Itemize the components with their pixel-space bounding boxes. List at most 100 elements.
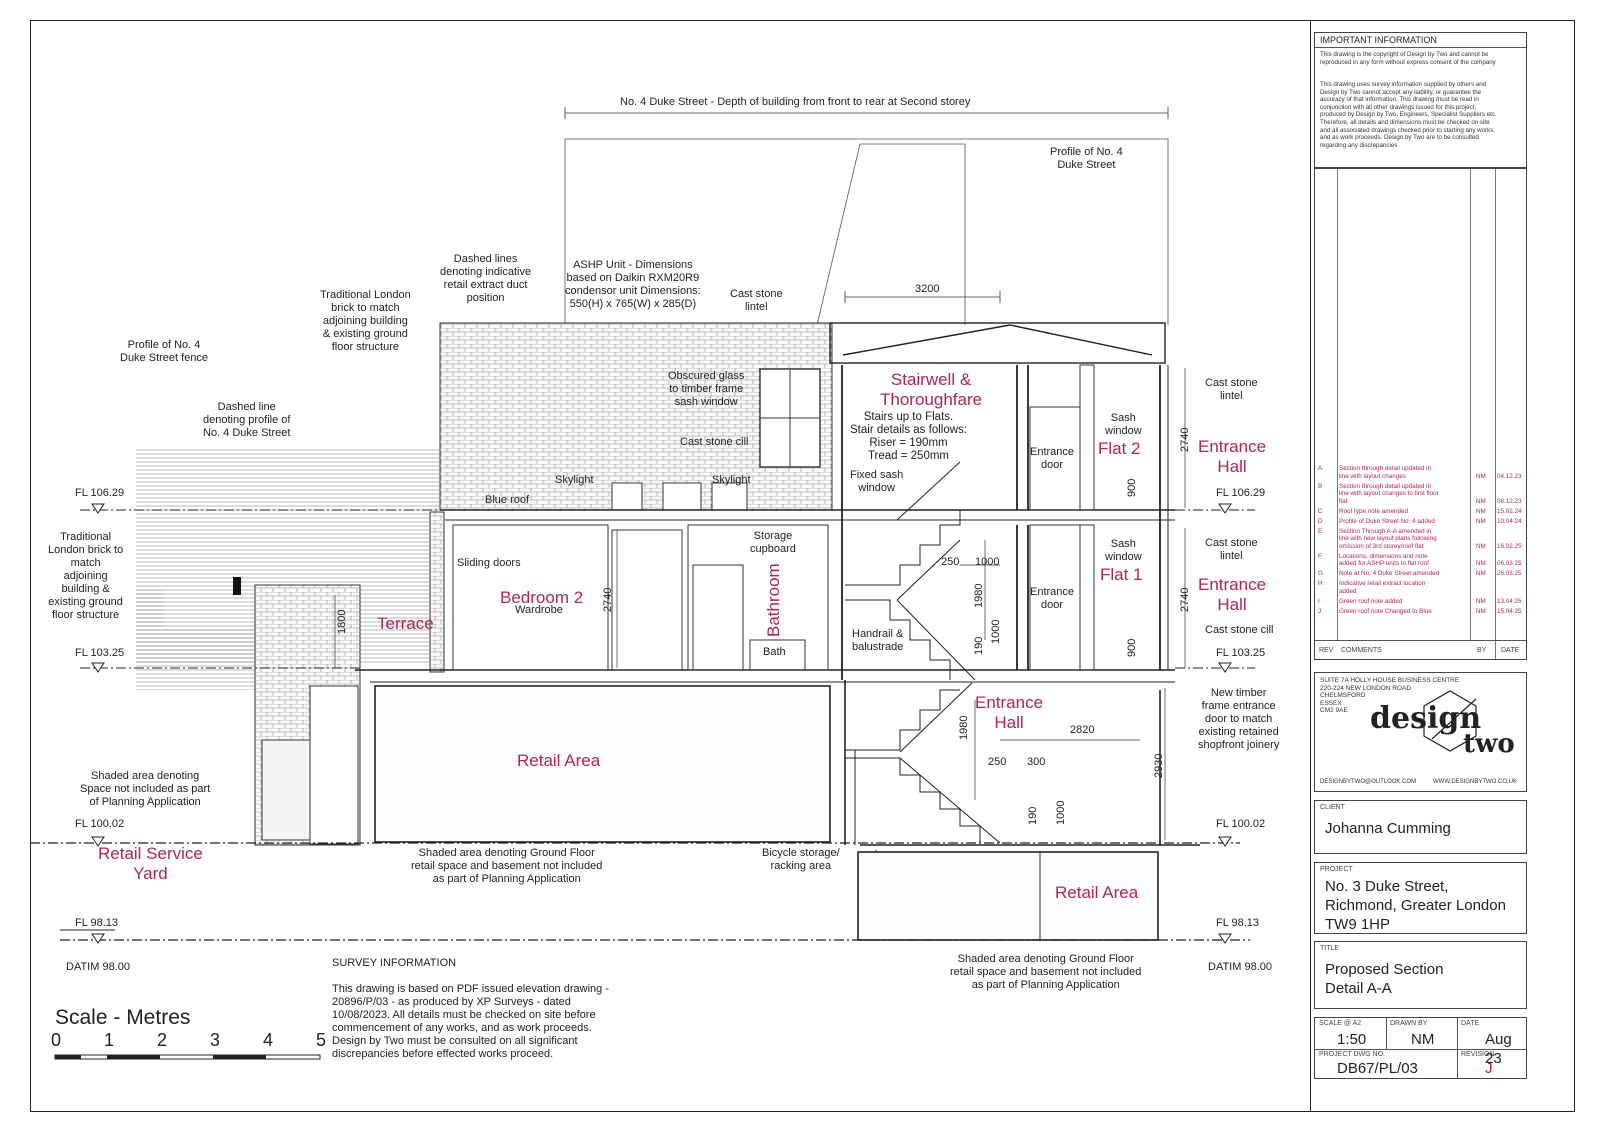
revision-by: NM: [1476, 560, 1486, 567]
level-103-left: FL 103.25: [75, 647, 125, 659]
date-header: DATE: [1501, 647, 1520, 654]
important-info-box: IMPORTANT INFORMATION This drawing is th…: [1314, 32, 1527, 168]
dim-2930: 2930: [1153, 753, 1165, 778]
shaded-gf-right-note: Shaded area denoting Ground Floor retail…: [950, 953, 1142, 991]
revision-comment: Section through detail updated in line w…: [1339, 465, 1432, 480]
revision-by: NM: [1476, 517, 1486, 525]
revision-table: REV COMMENTS BY DATE: [1314, 168, 1527, 660]
revision-date: 15.02.24: [1497, 507, 1522, 515]
skylight-1: Skylight: [555, 474, 594, 486]
revision-code: G: [1318, 570, 1323, 577]
revision-code: A: [1318, 465, 1323, 472]
dim-3200: 3200: [915, 283, 940, 295]
revision-code: B: [1318, 482, 1323, 490]
level-103-right: FL 103.25: [1216, 647, 1266, 659]
level-106-left: FL 106.29: [75, 487, 125, 499]
revision-by: NM: [1476, 497, 1486, 505]
revision-comment: Green roof note added: [1339, 597, 1403, 605]
logo-two: two: [1463, 729, 1515, 759]
revision-code: I: [1318, 597, 1320, 605]
room-entrance-hall-1st: Entrance Hall: [1198, 575, 1267, 614]
by-header: BY: [1477, 647, 1487, 654]
dim-2820: 2820: [1070, 724, 1095, 736]
dim-2740-r2: 2740: [1179, 587, 1191, 612]
dim-1980-b: 1980: [958, 715, 970, 740]
revision-value: J: [1485, 1060, 1493, 1077]
brick-note-upper: Traditional London brick to match adjoin…: [320, 289, 411, 353]
date-value: Aug 23: [1485, 1031, 1512, 1067]
dim-250-b: 250: [988, 756, 1007, 768]
sliding-doors: Sliding doors: [457, 557, 521, 569]
room-terrace: Terrace: [377, 614, 434, 633]
drawn-caption: DRAWN BY: [1390, 1020, 1428, 1027]
scale-title: Scale - Metres: [55, 1006, 191, 1029]
dim-2740-bed: 2740: [602, 587, 614, 612]
cast-stone-lintel-r1: Cast stone lintel: [1205, 377, 1258, 402]
bath: Bath: [763, 646, 786, 658]
dim-1800: 1800: [336, 609, 348, 634]
level-100-left: FL 100.02: [75, 818, 125, 830]
comments-header: COMMENTS: [1341, 647, 1382, 654]
blue-roof: Blue roof: [485, 494, 530, 506]
date-caption: DATE: [1461, 1020, 1480, 1027]
sheet-info-box: SCALE @ A2 1:50 DRAWN BY NM DATE Aug 23 …: [1314, 1017, 1527, 1079]
important-p2: This drawing uses survey information sup…: [1320, 81, 1497, 149]
dashed-profile-note: Dashed line denoting profile of No. 4 Du…: [203, 401, 291, 439]
revision-by: NM: [1476, 542, 1486, 550]
rev-header: REV: [1319, 647, 1334, 654]
logo-design: design: [1370, 701, 1482, 736]
revision-date: 08.12.23: [1497, 497, 1522, 505]
timber-door-note: New timber frame entrance door to match …: [1198, 687, 1280, 751]
level-100-right: FL 100.02: [1216, 818, 1266, 830]
revision-by: NM: [1476, 472, 1486, 480]
room-flat2: Flat 2: [1098, 439, 1141, 458]
scale-caption: SCALE @ A2: [1319, 1020, 1362, 1027]
dim-250-a: 250: [941, 556, 960, 568]
revision-code: F: [1318, 552, 1322, 560]
dim-1000-c: 1000: [1055, 800, 1067, 825]
scale-tick-label: 0: [51, 1030, 62, 1050]
client-name: Johanna Cumming: [1325, 820, 1451, 837]
room-entrance-hall-gf: Entrance Hall: [975, 693, 1044, 732]
revision-code: E: [1318, 527, 1323, 535]
room-retail-yard: Retail Service Yard: [98, 844, 203, 883]
practice-address: SUITE 7A HOLLY HOUSE BUSINESS CENTRE 220…: [1320, 677, 1460, 715]
practice-email: DESIGNBYTWO@OUTLOOK.COM: [1320, 779, 1417, 785]
fixed-sash-note: Fixed sash window: [850, 469, 904, 494]
datum-left: DATIM 98.00: [66, 961, 130, 973]
practice-box: SUITE 7A HOLLY HOUSE BUSINESS CENTRE 220…: [1314, 672, 1527, 792]
dwg-caption: PROJECT DWG NO.: [1319, 1051, 1385, 1058]
skylight-2: Skylight: [712, 474, 751, 486]
revision-date: 26.03.25: [1497, 570, 1522, 577]
revision-comment: Locations, dimensions and note added for…: [1339, 552, 1429, 568]
level-98-right: FL 98.13: [1216, 917, 1260, 929]
client-box: CLIENT Johanna Cumming: [1314, 800, 1527, 854]
cast-stone-lintel-top: Cast stone lintel: [730, 288, 783, 313]
room-bathroom: Bathroom: [764, 563, 783, 637]
revision-code: C: [1318, 507, 1323, 515]
brick-note-left: Traditional London brick to match adjoin…: [48, 531, 124, 621]
revision-code: H: [1318, 580, 1323, 587]
dim-190-b: 190: [1027, 806, 1039, 825]
level-98-left: FL 98.13: [75, 917, 119, 929]
dim-300: 300: [1027, 756, 1046, 768]
survey-text: This drawing is based on PDF issued elev…: [332, 983, 609, 1060]
revision-comment: Roof type note amended: [1339, 507, 1408, 515]
ashp-note: ASHP Unit - Dimensions based on Daikin R…: [565, 259, 701, 310]
room-flat1: Flat 1: [1100, 565, 1143, 584]
title-block: [1310, 20, 1575, 1112]
fence-profile-note: Profile of No. 4 Duke Street fence: [120, 339, 209, 364]
level-106-right: FL 106.29: [1216, 487, 1266, 499]
revision-by: NM: [1476, 507, 1486, 515]
revision-comment: Section through detail updated in line w…: [1339, 482, 1439, 505]
scale-tick-label: 1: [104, 1030, 115, 1050]
revision-comment: Indicative retail extract location added: [1339, 580, 1426, 595]
scale-tick-label: 2: [157, 1030, 168, 1050]
cast-stone-cill-mid: Cast stone cill: [680, 436, 749, 448]
dim-900-r1: 900: [1126, 478, 1138, 497]
important-title: IMPORTANT INFORMATION: [1320, 35, 1437, 45]
dim-900-r2: 900: [1126, 638, 1138, 657]
revision-by: NM: [1476, 597, 1486, 605]
revision-comment: Section Through A-A amended in line with…: [1339, 527, 1437, 550]
revision-date: 13.04.25: [1497, 597, 1522, 605]
